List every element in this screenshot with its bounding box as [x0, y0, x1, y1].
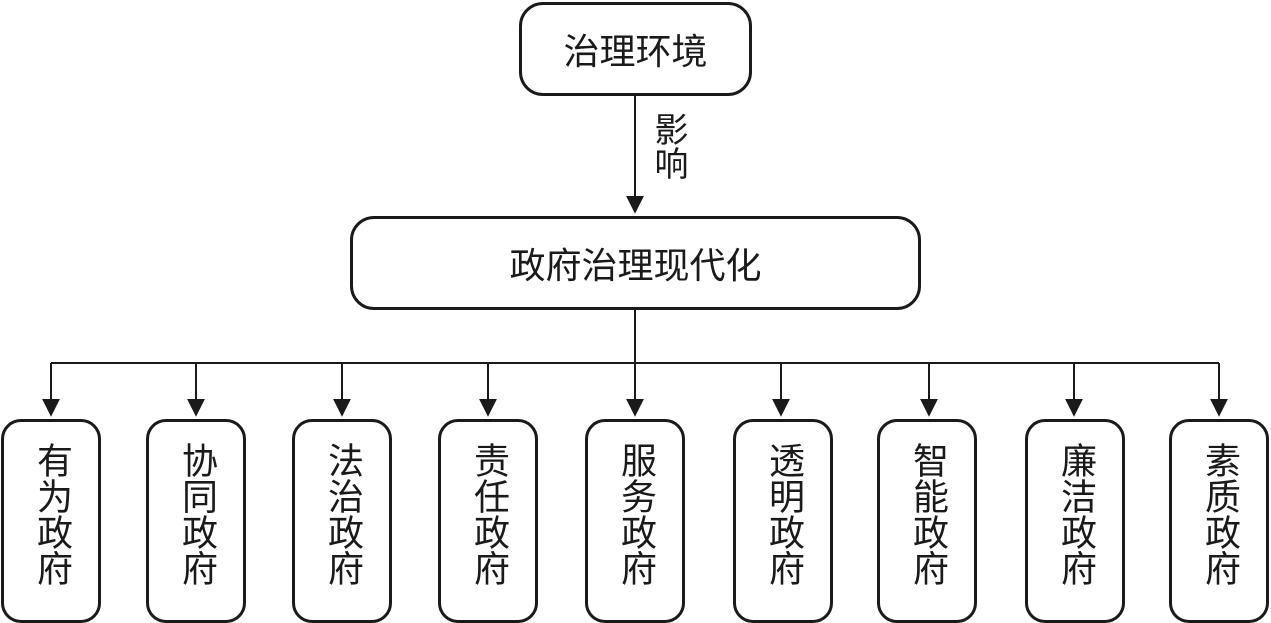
node-child-label: 素质政府 — [1199, 442, 1240, 586]
node-child-label: 服务政府 — [615, 442, 656, 586]
node-government-governance-modernization-label: 政府治理现代化 — [509, 246, 762, 287]
node-governance-environment: 治理环境 — [519, 2, 752, 96]
node-child-0: 有为政府 — [1, 419, 101, 623]
node-child-label: 责任政府 — [468, 442, 509, 586]
node-child-3: 责任政府 — [438, 419, 538, 623]
node-child-4: 服务政府 — [585, 419, 685, 623]
edge-label-influence: 影响 — [648, 112, 688, 180]
node-child-label: 透明政府 — [763, 442, 804, 586]
node-child-7: 廉洁政府 — [1025, 419, 1125, 623]
node-child-label: 法治政府 — [322, 442, 363, 586]
node-child-label: 有为政府 — [31, 442, 72, 586]
node-child-label: 廉洁政府 — [1055, 442, 1096, 586]
node-child-label: 智能政府 — [907, 442, 948, 586]
node-child-8: 素质政府 — [1169, 419, 1269, 623]
node-child-label: 协同政府 — [176, 442, 217, 586]
node-child-2: 法治政府 — [292, 419, 392, 623]
node-governance-environment-label: 治理环境 — [563, 32, 708, 73]
node-child-5: 透明政府 — [733, 419, 833, 623]
node-government-governance-modernization: 政府治理现代化 — [350, 216, 921, 310]
node-child-6: 智能政府 — [877, 419, 977, 623]
node-child-1: 协同政府 — [146, 419, 246, 623]
